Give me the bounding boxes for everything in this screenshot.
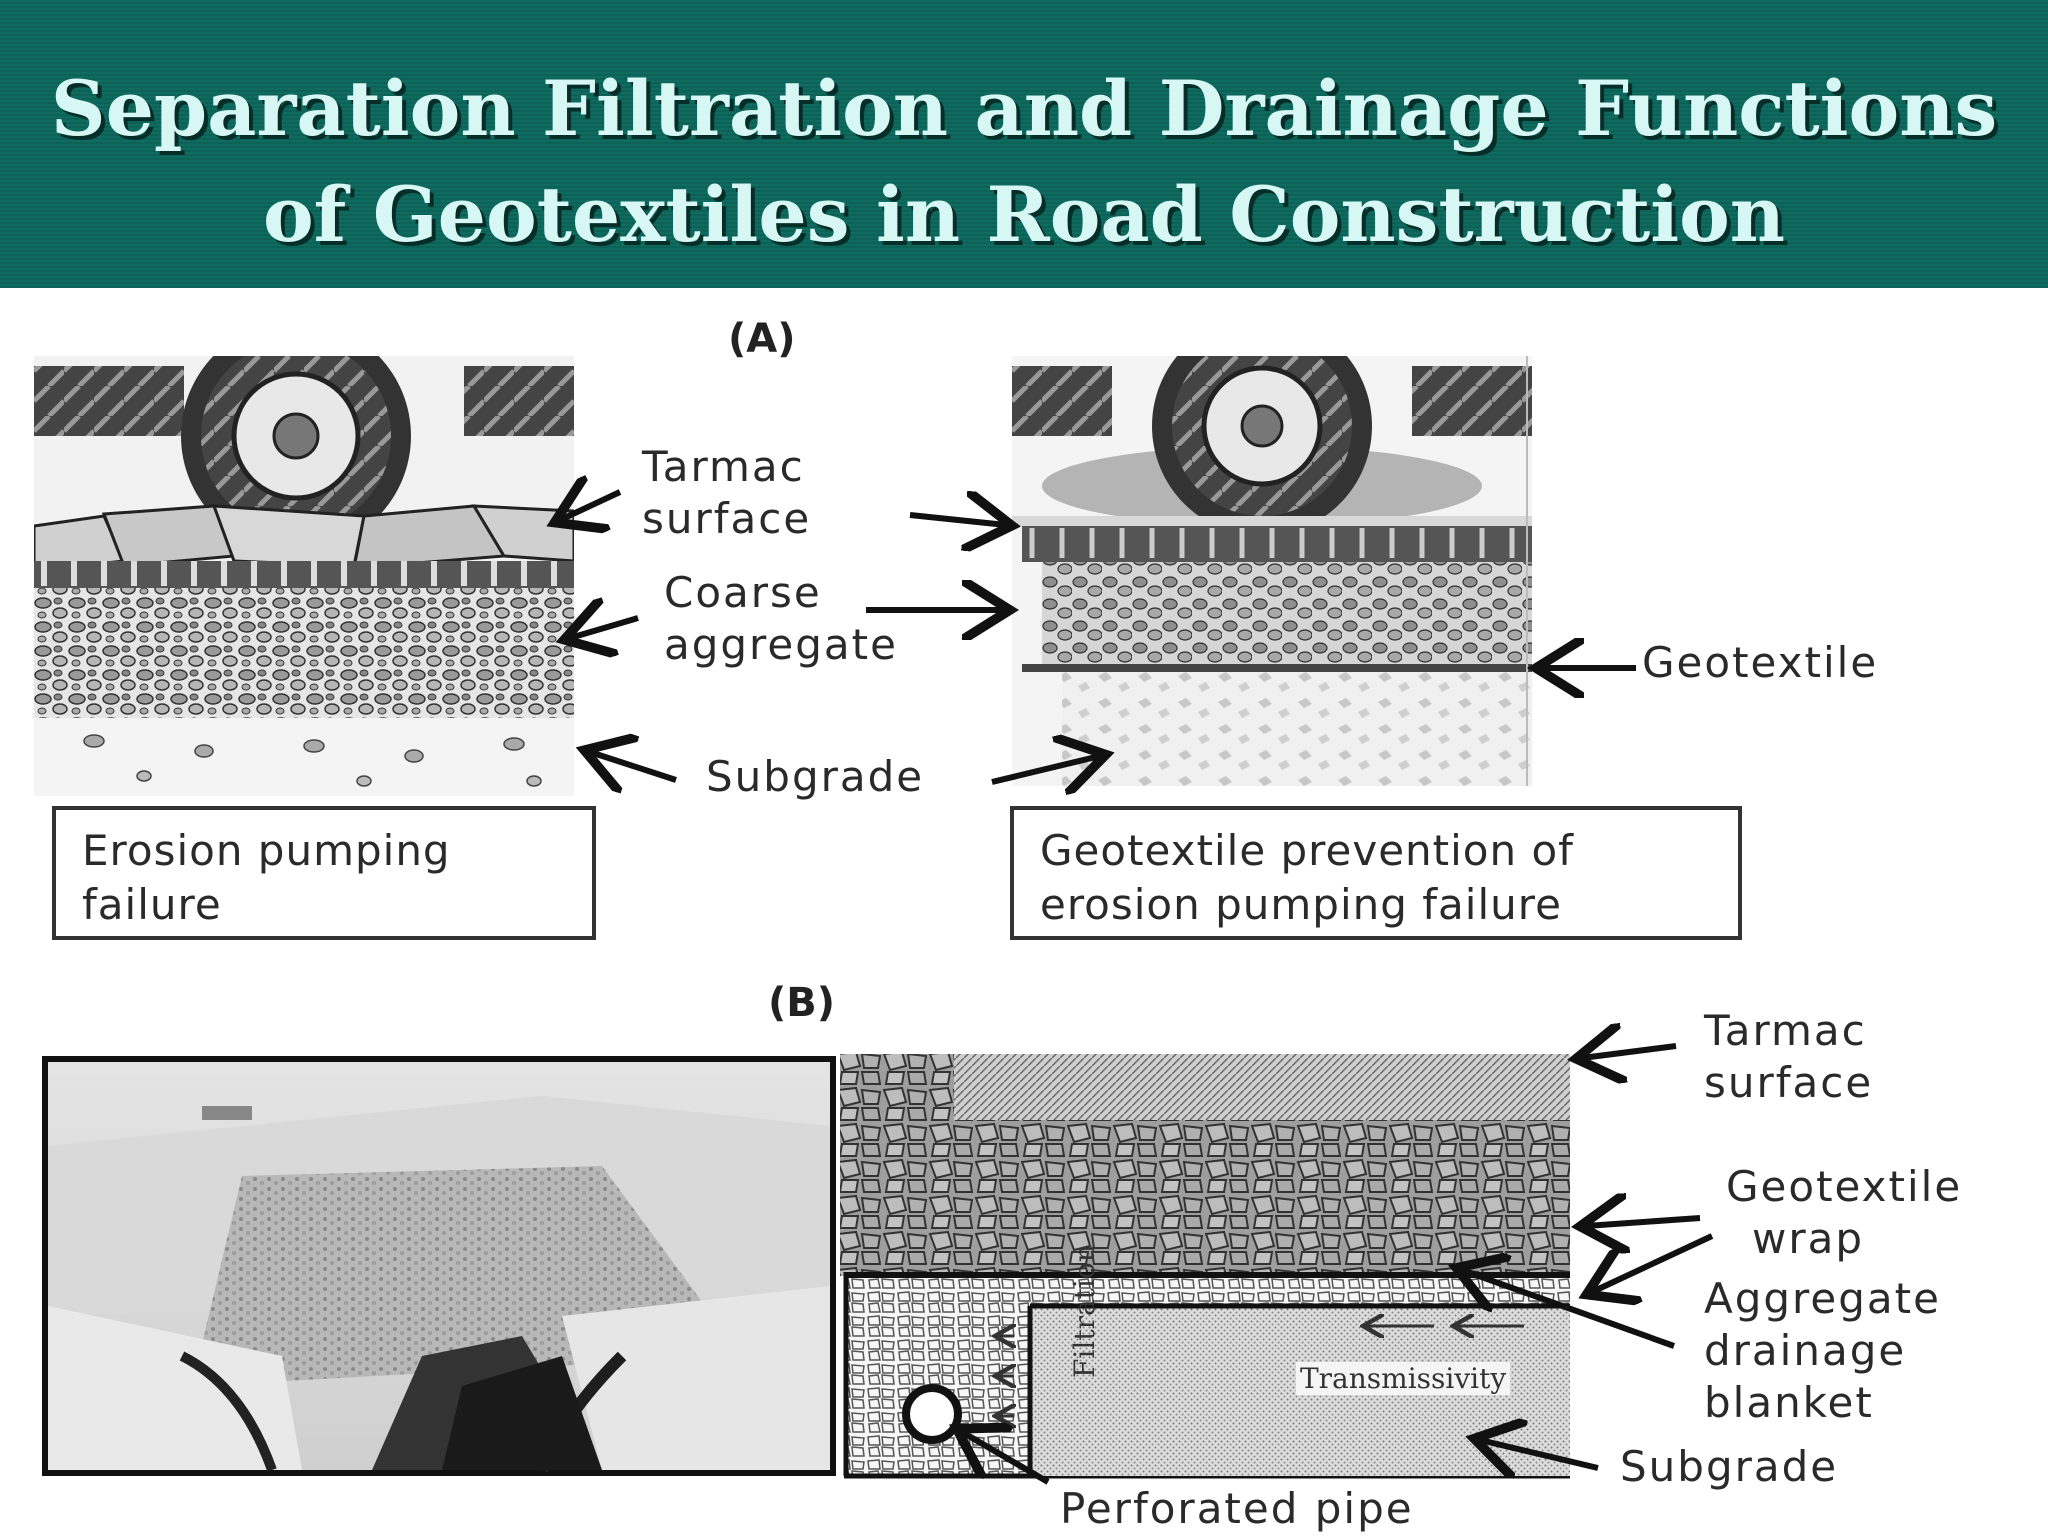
b-geotextile-label-2: wrap (1752, 1214, 1865, 1263)
b-tarmac-label-1: Tarmac (1704, 1006, 1867, 1055)
panel-b-letter: (B) (768, 980, 836, 1026)
b-aggregate-label-1: Aggregate (1704, 1274, 1941, 1323)
a-tarmac-label-2: surface (642, 494, 812, 543)
b-subgrade-label: Subgrade (1620, 1442, 1839, 1491)
caption-geotextile-prevention: Geotextile prevention of erosion pumping… (1010, 806, 1742, 940)
b-geotextile-label-1: Geotextile (1726, 1162, 1963, 1211)
b-aggregate-label-2: drainage (1704, 1326, 1907, 1375)
a-coarse-label-1: Coarse (664, 568, 822, 617)
arrow-subgrade-left (590, 752, 677, 780)
caption-erosion-line-2: failure (82, 880, 222, 929)
transmissivity-label: Transmissivity (1296, 1362, 1511, 1395)
arrow-b-aggregate (1462, 1270, 1676, 1349)
arrow-b-subgrade (1480, 1440, 1599, 1468)
arrow-b-tarmac (1582, 1046, 1677, 1058)
arrow-b-pipe (962, 1432, 1050, 1485)
title-line-2: of Geotextiles in Road Construction (262, 170, 1786, 259)
b-aggregate-label-3: blanket (1704, 1378, 1874, 1427)
arrow-tarmac-left (560, 492, 622, 520)
a-subgrade-label: Subgrade (706, 752, 925, 801)
b-tarmac-label-2: surface (1704, 1058, 1874, 1107)
caption-erosion-failure: Erosion pumping failure (52, 806, 596, 940)
arrow-tarmac-right (909, 515, 1006, 525)
b-perforated-pipe-label: Perforated pipe (1060, 1484, 1414, 1533)
caption-prevention-line-2: erosion pumping failure (1040, 880, 1562, 929)
panel-a-letter: (A) (728, 316, 796, 362)
arrow-b-geotextile-1 (1586, 1218, 1701, 1226)
road-failure-photo (42, 1056, 836, 1476)
a-geotextile-label: Geotextile (1642, 638, 1879, 687)
title-line-1: Separation Filtration and Drainage Funct… (50, 64, 1998, 153)
arrow-coarse-left (570, 618, 639, 638)
title-banner: Separation Filtration and Drainage Funct… (0, 0, 2048, 288)
a-coarse-label-2: aggregate (664, 620, 898, 669)
caption-erosion-line-1: Erosion pumping (82, 826, 451, 875)
erosion-failure-illustration (34, 356, 574, 796)
caption-prevention-line-1: Geotextile prevention of (1040, 826, 1574, 875)
geotextile-prevention-illustration (1012, 356, 1532, 786)
a-tarmac-label-1: Tarmac (642, 442, 805, 491)
arrow-b-geotextile-2 (1592, 1233, 1714, 1292)
arrow-subgrade-right (991, 756, 1100, 782)
